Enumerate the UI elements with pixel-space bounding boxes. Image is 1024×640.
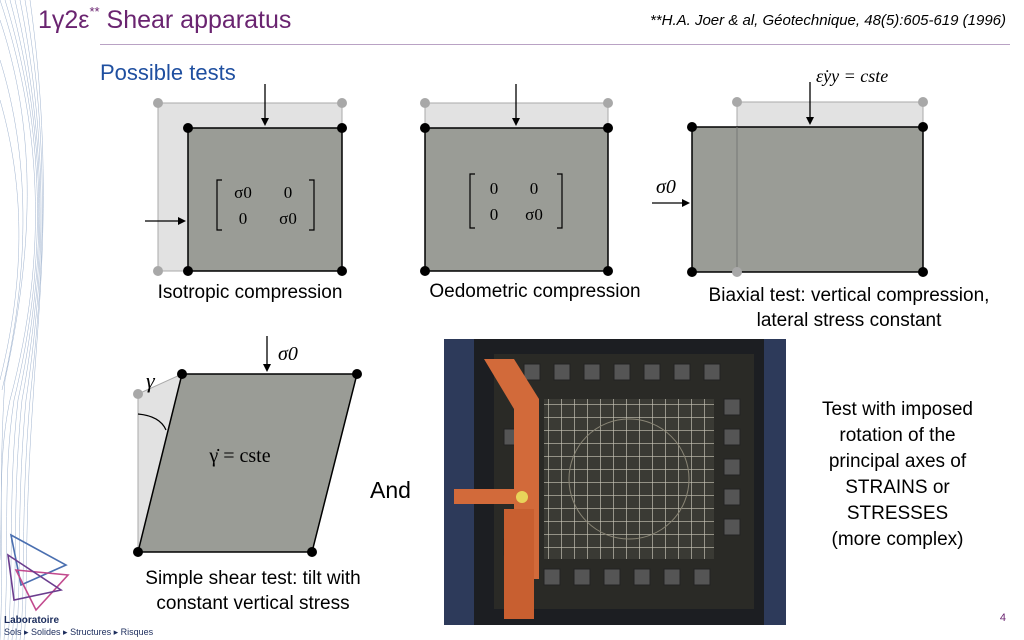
biaxial-caption-line2: lateral stress constant: [756, 310, 942, 331]
simple-shear-diagram: γ σ0 γ̇ = cste: [133, 336, 362, 557]
simple-shear-caption-line1: Simple shear test: tilt with: [145, 568, 361, 589]
rotation-note-line: (more complex): [831, 529, 964, 550]
matrix-cell: 0: [284, 183, 293, 202]
biaxial-diagram: ε̇yy = cste σ0: [652, 66, 928, 277]
reference-citation: **H.A. Joer & al, Géotechnique, 48(5):60…: [649, 12, 1006, 29]
header-divider: [100, 44, 1010, 45]
apparatus-photo: [444, 339, 786, 625]
decorative-mesh: [0, 0, 44, 640]
lab-tagline: Sols ▸ Solides ▸ Structures ▸ Risques: [4, 627, 154, 637]
rotation-note-line: principal axes of: [828, 451, 967, 472]
section-subtitle: Possible tests: [100, 60, 236, 85]
oedometric-caption: Oedometric compression: [429, 281, 641, 302]
page-number: 4: [999, 612, 1006, 624]
matrix-cell: 0: [239, 209, 248, 228]
matrix-cell: σ0: [234, 183, 252, 202]
lab-logo: [6, 533, 70, 612]
simple-shear-caption-line2: constant vertical stress: [156, 593, 350, 614]
shear-rate-label: γ̇ = cste: [208, 445, 270, 467]
page-title: 1γ2ε** Shear apparatus: [38, 4, 292, 34]
matrix-cell: 0: [490, 205, 499, 224]
isotropic-caption: Isotropic compression: [157, 282, 343, 303]
lateral-stress-label: σ0: [656, 176, 676, 198]
isotropic-diagram: σ0 0 0 σ0: [145, 84, 347, 276]
shear-angle-label: γ: [146, 368, 156, 393]
rotation-note-line: Test with imposed: [821, 399, 973, 420]
rotation-note-line: STRAINS or: [845, 477, 950, 498]
lab-name: Laboratoire: [4, 615, 60, 626]
matrix-cell: 0: [490, 179, 499, 198]
vertical-stress-label: σ0: [278, 343, 298, 365]
matrix-cell: σ0: [525, 205, 543, 224]
matrix-cell: 0: [530, 179, 539, 198]
oedometric-diagram: 0 0 0 σ0: [420, 84, 613, 276]
matrix-cell: σ0: [279, 209, 297, 228]
rotation-note-line: STRESSES: [846, 503, 949, 524]
rotation-note-line: rotation of the: [839, 425, 956, 446]
strain-rate-label: ε̇yy = cste: [816, 66, 888, 86]
biaxial-caption-line1: Biaxial test: vertical compression,: [708, 285, 990, 306]
and-label: And: [370, 477, 411, 503]
rotation-note: Test with imposed rotation of the princi…: [790, 397, 1005, 553]
